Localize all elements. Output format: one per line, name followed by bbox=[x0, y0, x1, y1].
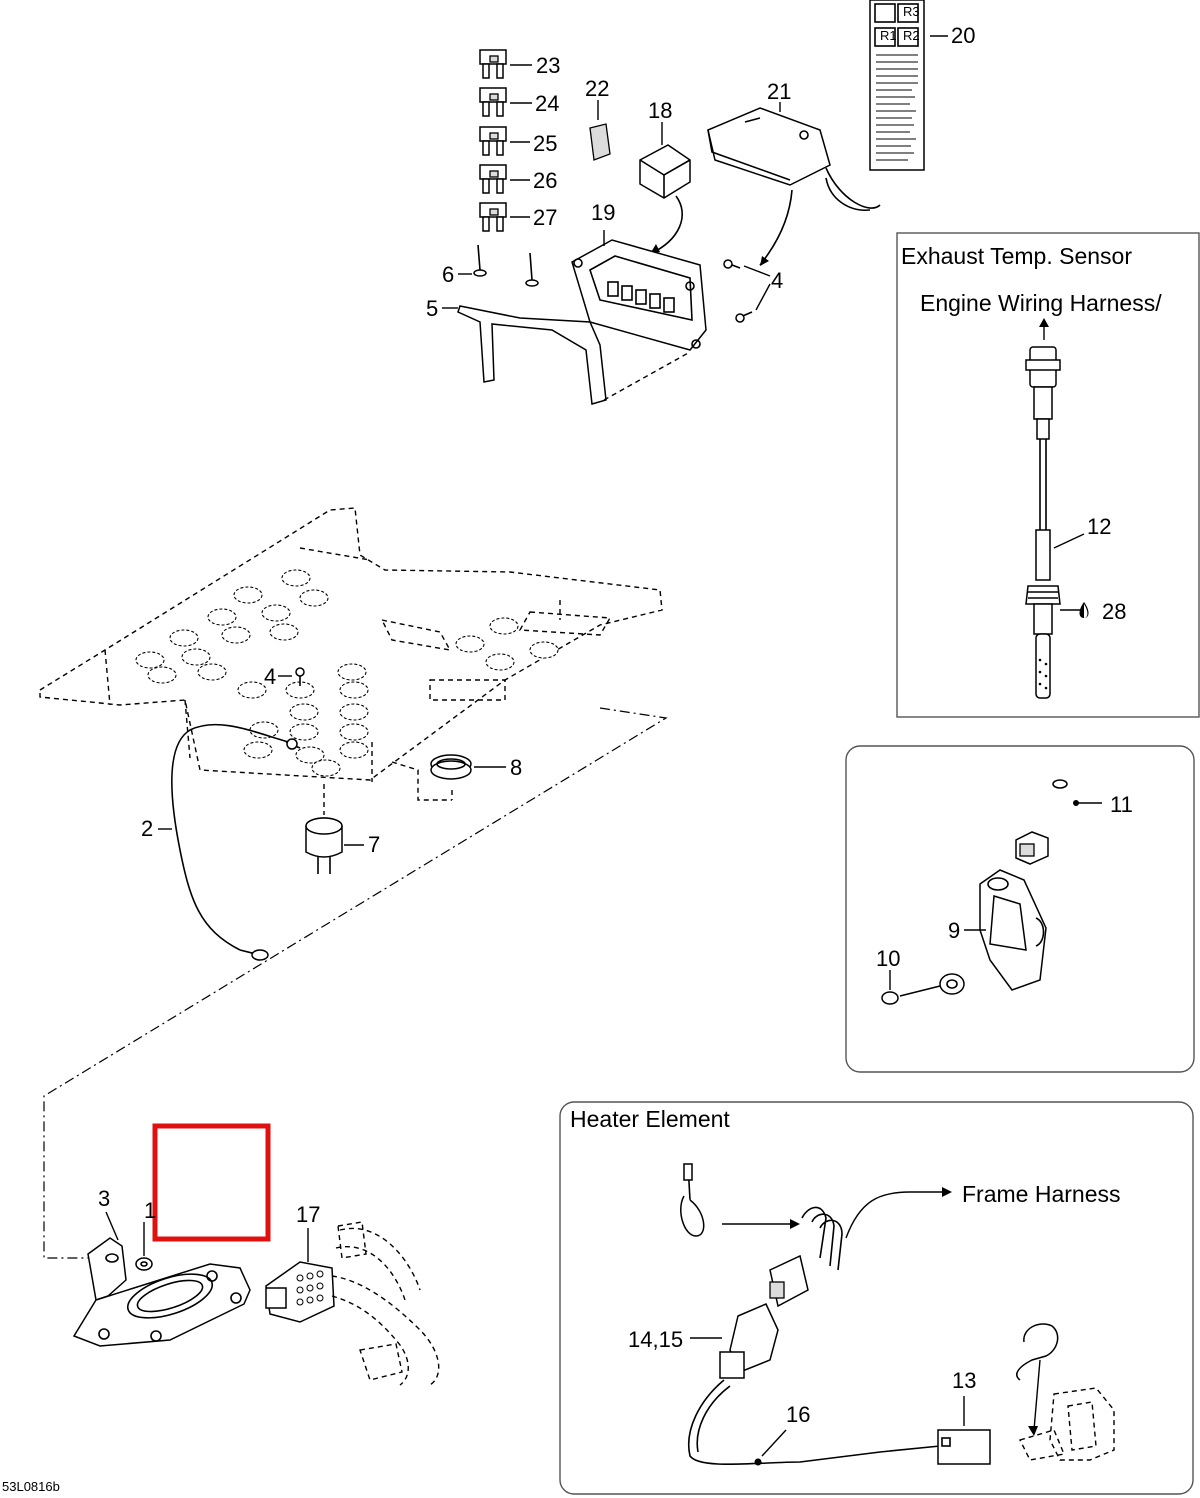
callout-3: 3 bbox=[98, 1186, 110, 1211]
label-r3: R3 bbox=[903, 4, 920, 19]
callout-8: 8 bbox=[510, 755, 522, 780]
callout-28: 28 bbox=[1102, 599, 1126, 624]
fuse-label-card-20: R3 R1 R2 bbox=[825, 0, 948, 211]
callout-19: 19 bbox=[591, 200, 615, 225]
cable-tie-left bbox=[680, 1163, 800, 1237]
hose-11 bbox=[1041, 779, 1102, 854]
callout-1: 1 bbox=[144, 1198, 156, 1223]
sensor-9 bbox=[964, 869, 1047, 991]
callout-18: 18 bbox=[648, 98, 672, 123]
callout-17: 17 bbox=[296, 1202, 320, 1227]
ground-wire-2 bbox=[158, 723, 301, 961]
fastener-6 bbox=[458, 244, 539, 287]
diagram-code: 53L0816b bbox=[2, 1479, 60, 1494]
screw-10 bbox=[881, 970, 965, 1005]
heater-box-title: Heater Element bbox=[570, 1106, 730, 1132]
callout-4-plate: 4 bbox=[264, 664, 276, 689]
fuse-box-cover-21 bbox=[707, 102, 881, 266]
callout-21: 21 bbox=[767, 79, 791, 104]
nut-1 bbox=[135, 1222, 153, 1271]
screw-4-plate bbox=[278, 667, 305, 686]
callout-13: 13 bbox=[952, 1368, 976, 1393]
fuse-23 bbox=[479, 49, 507, 79]
screw-4-top bbox=[723, 259, 771, 323]
sensor-12 bbox=[1025, 346, 1085, 699]
callout-5: 5 bbox=[426, 296, 438, 321]
callout-11: 11 bbox=[1110, 792, 1133, 817]
callout-20: 20 bbox=[951, 23, 975, 48]
sensor-mount-box bbox=[845, 745, 1195, 1073]
grommet-8 bbox=[391, 754, 506, 801]
fuse-24 bbox=[479, 87, 507, 117]
heater-element-13 bbox=[937, 1396, 991, 1465]
callout-24: 24 bbox=[535, 91, 559, 116]
fuse-27 bbox=[479, 202, 507, 232]
callout-27: 27 bbox=[533, 205, 557, 230]
connector-17 bbox=[265, 1221, 440, 1386]
callout-6: 6 bbox=[442, 262, 454, 287]
callout-12: 12 bbox=[1087, 514, 1111, 539]
callout-2: 2 bbox=[141, 816, 153, 841]
callout-23: 23 bbox=[536, 53, 560, 78]
bracket-3 bbox=[72, 1211, 251, 1347]
thread-sealant-icon bbox=[1060, 602, 1089, 618]
callout-26: 26 bbox=[533, 168, 557, 193]
label-r2: R2 bbox=[903, 28, 920, 43]
fuse-25 bbox=[479, 126, 507, 156]
heater-box-note: Frame Harness bbox=[962, 1181, 1120, 1207]
exhaust-temp-sensor-box bbox=[896, 232, 1200, 718]
cable-tie-right bbox=[1016, 1323, 1059, 1436]
callout-14-15: 14,15 bbox=[628, 1327, 683, 1352]
mini-fuse-22 bbox=[589, 100, 611, 161]
frame-plate bbox=[39, 507, 663, 782]
callout-22: 22 bbox=[585, 76, 609, 101]
heater-housing bbox=[1018, 1387, 1115, 1461]
plate-holes bbox=[135, 569, 559, 777]
callout-4-top: 4 bbox=[771, 268, 783, 293]
callout-25: 25 bbox=[533, 131, 557, 156]
reference-line bbox=[43, 707, 668, 1259]
heater-element-box bbox=[559, 1101, 1194, 1495]
connector-7 bbox=[305, 784, 364, 874]
bracket-5 bbox=[442, 305, 691, 405]
fuse-26 bbox=[479, 164, 507, 194]
callout-9: 9 bbox=[948, 918, 960, 943]
exhaust-box-title: Exhaust Temp. Sensor bbox=[901, 243, 1132, 269]
highlight-box bbox=[152, 1123, 271, 1242]
exhaust-box-note: Engine Wiring Harness/ bbox=[920, 290, 1162, 316]
fuse-stack bbox=[479, 49, 532, 232]
callout-7: 7 bbox=[368, 832, 380, 857]
harness-connector bbox=[688, 1187, 952, 1466]
callout-10: 10 bbox=[876, 946, 900, 971]
callout-labels: 1 2 3 4 4 5 6 7 8 9 10 11 12 13 14,15 16… bbox=[98, 23, 1133, 1427]
connector-11 bbox=[1015, 831, 1049, 865]
label-r1: R1 bbox=[880, 28, 897, 43]
relay-18 bbox=[639, 122, 691, 255]
callout-16: 16 bbox=[786, 1402, 810, 1427]
